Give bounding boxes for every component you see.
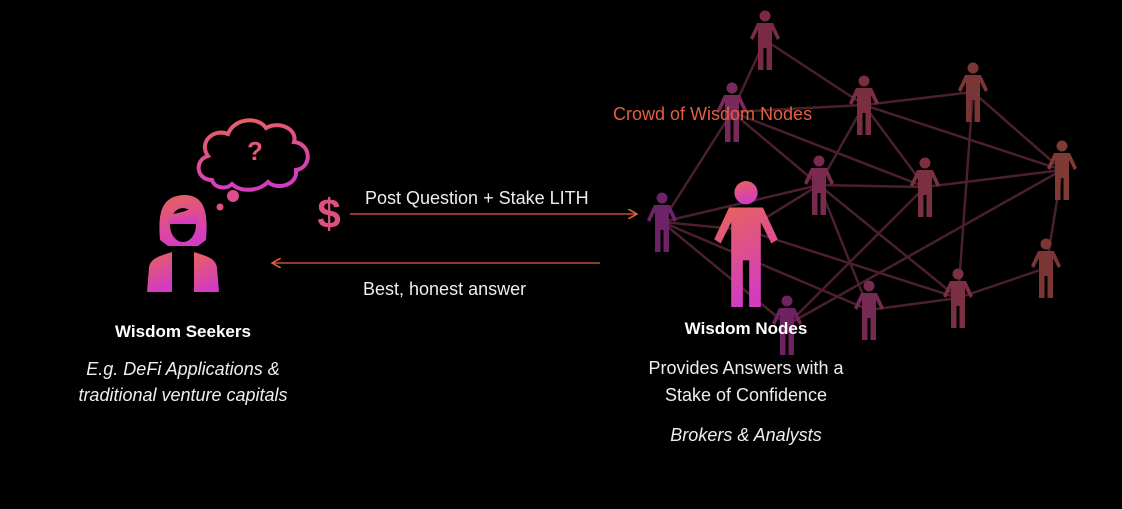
network-edge [661,183,820,224]
network-edge [863,90,974,107]
network-edge [661,220,870,312]
crowd-nodes [647,10,1077,355]
question-mark: ? [247,136,263,166]
seekers-title: Wisdom Seekers [115,322,251,341]
network-edges [660,38,1064,327]
network-edge [731,103,865,114]
seekers-description-1: E.g. DeFi Applications & [86,359,280,379]
network-edge [661,221,788,326]
network-edge [731,110,926,189]
nodes-description-2: Stake of Confidence [664,385,828,405]
network-edge [863,103,1063,172]
stake-dollar-icon: $ [317,190,341,237]
network-edge [660,111,734,223]
crowd-node-person-icon [854,280,884,340]
nodes-description-1: Provides Answers with a [648,358,844,378]
crowd-node-person-icon [1031,238,1061,298]
network-edge [956,91,975,299]
request-label: Post Question + Stake LITH [365,185,589,212]
network-edge [764,38,865,107]
crowd-label: Crowd of Wisdom Nodes [613,104,813,124]
network-edge [924,168,1063,189]
thought-cloud-icon [196,118,310,211]
nodes-subtitle: Brokers & Analysts [670,425,822,445]
wisdom-node-person-icon [714,181,778,307]
request-label-text: Post Question + Stake LITH [365,188,589,208]
network-edge [817,184,871,311]
seekers-description-2: traditional venture capitals [78,385,288,405]
network-edge [818,184,959,299]
network-edge [972,91,1063,171]
response-label-text: Best, honest answer [363,279,527,299]
network-edge [957,266,1047,300]
network-edge [745,228,959,300]
network-edge [818,183,926,189]
response-label: Best, honest answer [363,276,526,303]
network-edge [786,186,926,326]
woman-user-icon [147,195,219,292]
network-edge [731,111,820,186]
network-edge [786,168,1063,327]
network-edge [862,104,927,188]
nodes-title: Wisdom Nodes [684,319,808,338]
